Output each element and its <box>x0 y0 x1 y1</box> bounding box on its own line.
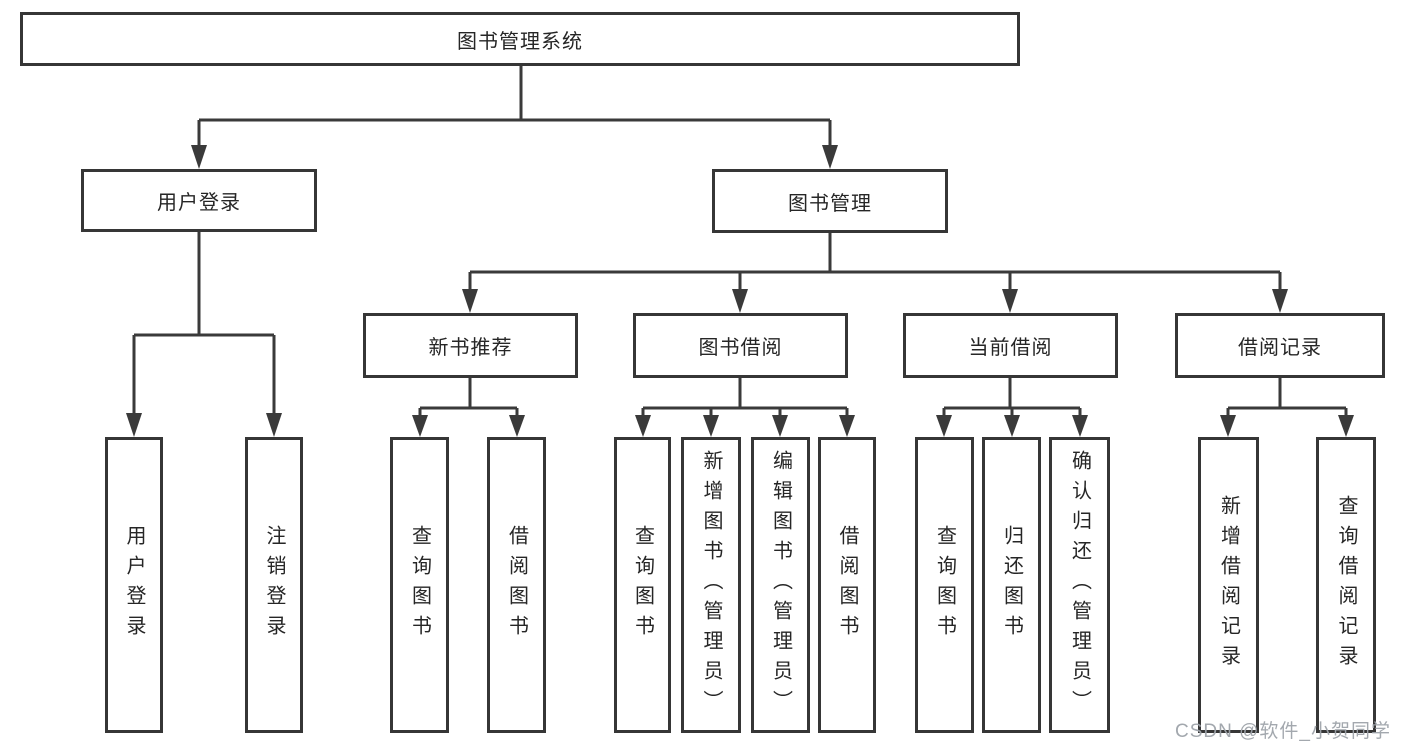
leaf-borrow-books: 借阅图书 <box>818 437 876 733</box>
leaf-user-login: 用户登录 <box>105 437 163 733</box>
node-book-management: 图书管理 <box>712 169 948 233</box>
leaf-query-books-recommend: 查询图书 <box>390 437 449 733</box>
node-current-borrow: 当前借阅 <box>903 313 1118 378</box>
csdn-watermark: CSDN @软件_小贺同学 <box>1175 721 1391 742</box>
leaf-edit-books-admin: 编辑图书（管理员） <box>751 437 810 733</box>
leaf-query-borrow-record-label: 查询借阅记录 <box>1335 495 1357 675</box>
leaf-add-books-admin-label: 新增图书（管理员） <box>700 450 722 720</box>
leaf-confirm-return-admin-label: 确认归还（管理员） <box>1068 450 1091 720</box>
node-book-borrow-label: 图书借阅 <box>698 337 783 359</box>
node-root-system: 图书管理系统 <box>20 12 1020 66</box>
node-user-login: 用户登录 <box>81 169 317 232</box>
leaf-logout-label: 注销登录 <box>263 525 285 645</box>
node-current-borrow-label: 当前借阅 <box>968 337 1053 359</box>
leaf-query-books-borrow-label: 查询图书 <box>631 525 654 645</box>
leaf-edit-books-admin-label: 编辑图书（管理员） <box>769 450 792 720</box>
leaf-query-books-borrow: 查询图书 <box>614 437 671 733</box>
leaf-return-books: 归还图书 <box>982 437 1041 733</box>
leaf-logout: 注销登录 <box>245 437 303 733</box>
leaf-borrow-books-recommend-label: 借阅图书 <box>505 525 528 645</box>
leaf-query-books-recommend-label: 查询图书 <box>408 525 431 645</box>
node-borrow-records: 借阅记录 <box>1175 313 1385 378</box>
leaf-confirm-return-admin: 确认归还（管理员） <box>1049 437 1110 733</box>
leaf-add-books-admin: 新增图书（管理员） <box>681 437 741 733</box>
node-root-label: 图书管理系统 <box>457 30 583 53</box>
leaf-borrow-books-recommend: 借阅图书 <box>487 437 546 733</box>
leaf-add-borrow-record-label: 新增借阅记录 <box>1217 495 1240 675</box>
node-new-book-recommend-label: 新书推荐 <box>428 337 513 359</box>
leaf-add-borrow-record: 新增借阅记录 <box>1198 437 1259 733</box>
node-borrow-records-label: 借阅记录 <box>1238 337 1322 359</box>
node-book-management-label: 图书管理 <box>788 192 872 215</box>
leaf-return-books-label: 归还图书 <box>1000 525 1023 645</box>
leaf-query-books-current-label: 查询图书 <box>933 525 956 645</box>
node-user-login-label: 用户登录 <box>157 192 241 214</box>
leaf-query-books-current: 查询图书 <box>915 437 974 733</box>
leaf-user-login-label: 用户登录 <box>123 525 145 645</box>
leaf-query-borrow-record: 查询借阅记录 <box>1316 437 1376 733</box>
node-new-book-recommend: 新书推荐 <box>363 313 578 378</box>
leaf-borrow-books-label: 借阅图书 <box>836 525 858 645</box>
node-book-borrow: 图书借阅 <box>633 313 848 378</box>
